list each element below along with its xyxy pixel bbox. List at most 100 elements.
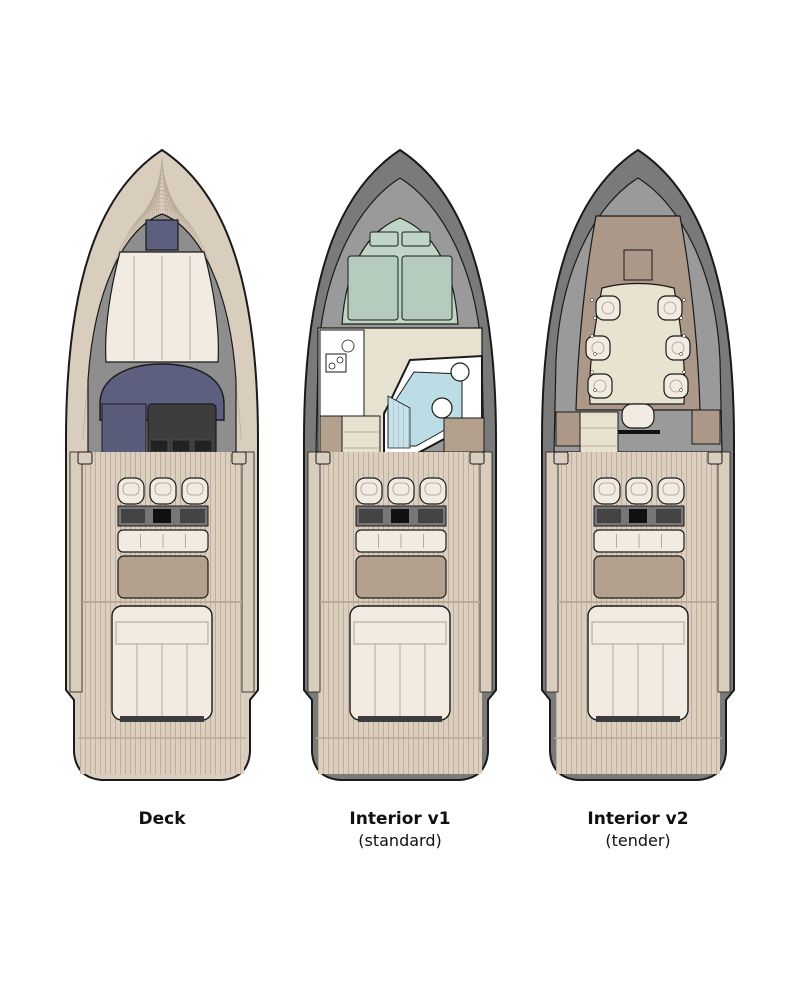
lounge-chair [595,295,621,321]
lounge-chair [585,335,611,361]
cleat [231,451,247,465]
starboard-walkway [241,451,255,693]
helm-seat [149,477,177,505]
helm-seat [181,477,209,505]
seat-base-panel [629,509,647,523]
pillow [369,231,399,247]
cockpit-table [117,555,209,599]
cockpit-table [355,555,447,599]
cleat [707,451,723,465]
layout-title: Interior v1 [349,809,451,829]
spotlight [593,352,597,356]
toilet [431,397,453,419]
helm-seat [355,477,383,505]
console-display [149,439,169,453]
berth-mattress [347,255,399,321]
console-display [193,439,213,453]
helm-seat [117,477,145,505]
port-walkway [307,451,321,693]
boat-interior-v2 [541,148,735,781]
layout-title: Interior v2 [587,809,689,829]
washbasin [450,362,470,382]
spotlight [590,370,594,374]
spotlight [593,388,597,392]
seat-base-panel [121,509,145,523]
spotlight [590,334,594,338]
helm-seat [419,477,447,505]
helm-seat [657,477,685,505]
pillow [401,231,431,247]
chair-cushion [591,341,605,355]
spotlight [593,316,597,320]
spotlight [679,316,683,320]
cockpit-table [593,555,685,599]
cleat [469,451,485,465]
helm-seat-back [630,482,648,496]
spotlight [682,298,686,302]
starboard-walkway [479,451,493,693]
lounge-chair [663,373,689,399]
helm-seat-back [186,482,204,496]
lounge-chair [587,373,613,399]
aft-bulkhead [555,411,581,447]
caption-deck: Deck [62,808,262,830]
chair-base [618,430,660,434]
chair-cushion [669,379,683,393]
deck-hatch [145,219,179,251]
helm-seat [593,477,621,505]
aft-bulkhead [443,417,485,453]
cleat [315,451,331,465]
boat-deck [65,148,259,781]
seat-base-panel [597,509,621,523]
aft-bulkhead [691,409,721,445]
galley-counter [319,329,365,417]
helm-seat [387,477,415,505]
sun-pad-base [358,716,442,722]
seat-base-panel [180,509,205,523]
shower-grate [387,395,411,449]
lounge-center-chair [621,403,655,429]
helm-seat-back [122,482,140,496]
layout-title: Deck [138,809,186,829]
spotlight [682,370,686,374]
chair-cushion [671,341,685,355]
helm-seat [625,477,653,505]
burner [328,362,336,370]
chair-cushion [663,301,677,315]
lounge-chair [665,335,691,361]
lounge-step [623,249,653,281]
helm-seat-back [154,482,172,496]
helm-seat-back [662,482,680,496]
cleat [553,451,569,465]
berth-mattress [401,255,453,321]
spotlight [679,352,683,356]
spotlight [590,298,594,302]
cleat [77,451,93,465]
sun-pad-base [596,716,680,722]
chair-cushion [601,301,615,315]
spotlight [679,388,683,392]
helm-seat-back [360,482,378,496]
starboard-walkway [717,451,731,693]
seat-base-panel [153,509,171,523]
seat-base-panel [656,509,681,523]
helm-seat-back [424,482,442,496]
spotlight [682,334,686,338]
stove [325,353,347,373]
caption-interior-v2: Interior v2 (tender) [538,808,738,852]
seat-base-panel [418,509,443,523]
boat-interior-v1 [303,148,497,781]
layout-subtitle: (standard) [358,831,442,850]
helm-seat-back [392,482,410,496]
helm-seat-back [598,482,616,496]
sink [341,339,355,353]
layout-subtitle: (tender) [605,831,671,850]
caption-interior-v1: Interior v1 (standard) [300,808,500,852]
seat-base-panel [359,509,383,523]
port-walkway [69,451,83,693]
port-walkway [545,451,559,693]
seat-base-panel [391,509,409,523]
sun-pad-base [120,716,204,722]
console-display [171,439,191,453]
